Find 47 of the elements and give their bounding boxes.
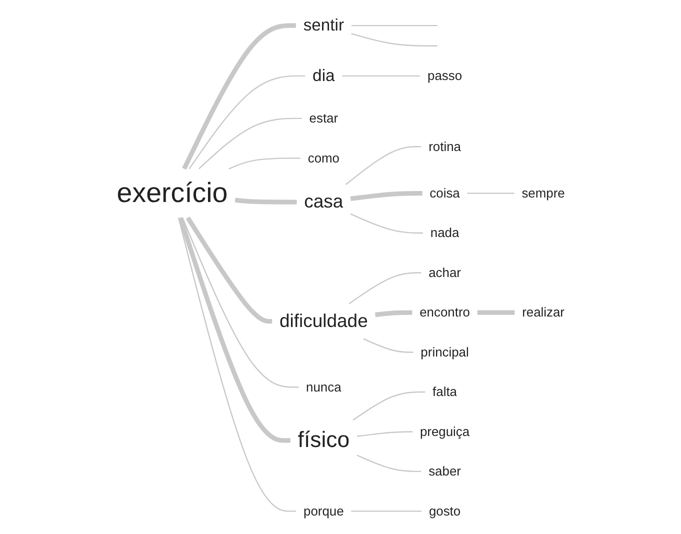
node-text: achar [428, 264, 461, 280]
node-text: saber [428, 464, 461, 478]
connector [356, 431, 412, 437]
connector [477, 310, 514, 315]
node-text: como [308, 150, 340, 166]
connector [350, 213, 423, 234]
connector [342, 75, 420, 77]
node-text: físico [297, 428, 350, 453]
node-text: nunca [306, 379, 341, 394]
connector [228, 158, 300, 170]
connector [234, 198, 296, 204]
node-text: dificuldade [279, 311, 368, 332]
connector [178, 218, 296, 512]
node-text: porque [303, 503, 344, 518]
connector [178, 217, 290, 443]
connector [350, 33, 438, 46]
connector [350, 510, 422, 512]
node-text: passo [427, 68, 462, 83]
connector [356, 454, 421, 472]
node-text: falta [432, 384, 457, 399]
node-text: encontro [419, 304, 470, 320]
connector [186, 216, 272, 324]
node-text: gosto [428, 503, 460, 518]
node-text: sentir [303, 16, 344, 34]
connector [198, 118, 302, 170]
node-text: dia [312, 66, 334, 85]
node-text: exercício [116, 178, 228, 209]
connector [362, 338, 413, 353]
connector [345, 146, 421, 185]
node-text: casa [304, 192, 343, 212]
node-text: principal [420, 344, 469, 360]
connector [466, 192, 514, 194]
node-text: preguiça [420, 424, 470, 439]
node-text: estar [308, 110, 338, 126]
node-text: realizar [522, 304, 564, 320]
node-text: sempre [521, 185, 565, 200]
connector [352, 391, 425, 421]
node-text: nada [430, 225, 459, 240]
connector [182, 23, 296, 170]
node-text: rotina [428, 138, 461, 154]
connector [188, 75, 305, 170]
connector [348, 272, 421, 304]
connector [182, 218, 298, 388]
connector [374, 310, 412, 318]
connector [350, 190, 422, 201]
node-text: coisa [429, 185, 460, 200]
connector [351, 24, 438, 26]
